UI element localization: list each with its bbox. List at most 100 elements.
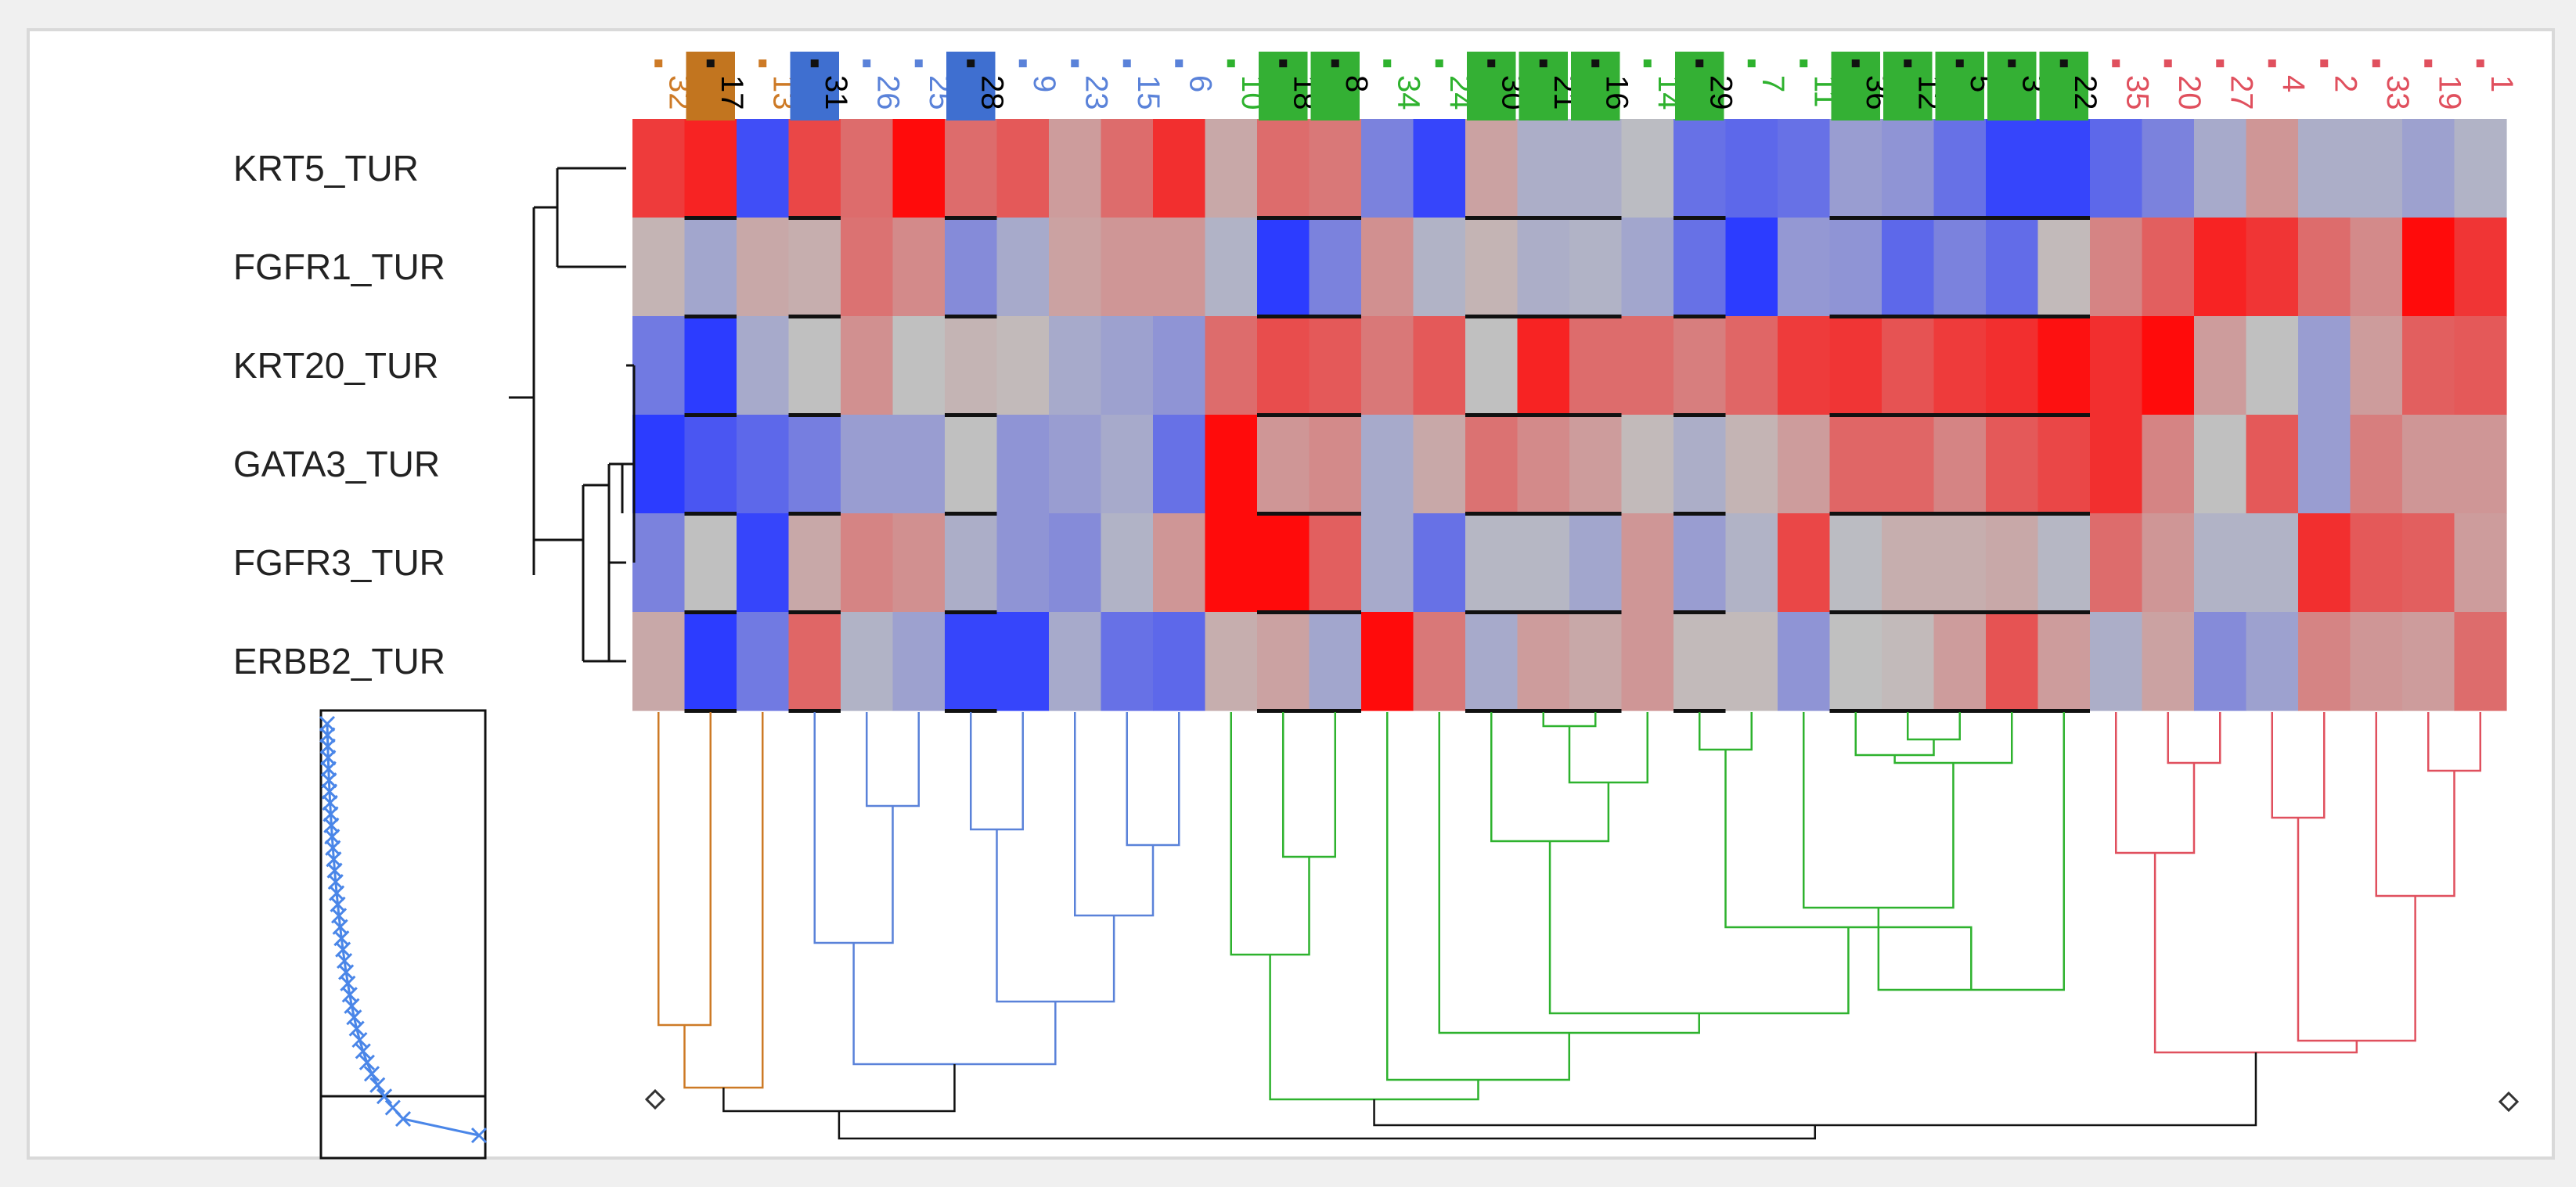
heatmap-cell[interactable]	[1673, 415, 1727, 514]
heatmap-cell[interactable]	[1413, 119, 1466, 218]
heatmap-cell[interactable]	[2037, 513, 2091, 613]
column-label[interactable]: 28	[975, 75, 1009, 110]
heatmap-cell[interactable]	[1882, 119, 1935, 218]
heatmap-cell[interactable]	[1309, 119, 1362, 218]
heatmap-cell[interactable]	[632, 119, 686, 218]
heatmap-cell[interactable]	[2402, 316, 2455, 415]
row-label[interactable]: FGFR1_TUR	[233, 246, 445, 287]
column-label[interactable]: 22	[2068, 75, 2102, 110]
heatmap-cell[interactable]	[2194, 316, 2247, 415]
heatmap-cell[interactable]	[1517, 513, 1570, 613]
heatmap-cell[interactable]	[632, 415, 686, 514]
row-label[interactable]: KRT5_TUR	[233, 148, 419, 189]
heatmap-cell[interactable]	[2090, 316, 2143, 415]
heatmap-cell[interactable]	[1725, 612, 1778, 711]
column-label[interactable]: 34	[1391, 75, 1425, 110]
heatmap-cell[interactable]	[1101, 119, 1154, 218]
heatmap-cell[interactable]	[945, 513, 998, 613]
heatmap-cell[interactable]	[1361, 415, 1414, 514]
heatmap-cell[interactable]	[2350, 612, 2403, 711]
heatmap-cell[interactable]	[2298, 415, 2351, 514]
heatmap-cell[interactable]	[1361, 513, 1414, 613]
heatmap-cell[interactable]	[1829, 316, 1882, 415]
column-label[interactable]: 31	[819, 75, 853, 110]
heatmap-cell[interactable]	[1778, 513, 1831, 613]
heatmap-cell[interactable]	[892, 218, 946, 317]
column-label[interactable]: 17	[715, 75, 749, 110]
heatmap-cell[interactable]	[1517, 316, 1570, 415]
column-label[interactable]: 9	[1027, 75, 1061, 92]
heatmap-cell[interactable]	[945, 316, 998, 415]
heatmap-cell[interactable]	[684, 316, 737, 415]
heatmap-cell[interactable]	[2298, 119, 2351, 218]
heatmap-cell[interactable]	[737, 415, 790, 514]
heatmap-cell[interactable]	[996, 119, 1050, 218]
heatmap-cell[interactable]	[2454, 513, 2507, 613]
heatmap-cell[interactable]	[2037, 612, 2091, 711]
resize-handles[interactable]	[644, 1088, 2520, 1113]
heatmap-cell[interactable]	[1829, 513, 1882, 613]
heatmap-cell[interactable]	[1413, 513, 1466, 613]
heatmap-cell[interactable]	[892, 415, 946, 514]
heatmap-cell[interactable]	[2090, 218, 2143, 317]
heatmap-cell[interactable]	[788, 415, 841, 514]
heatmap-cell[interactable]	[2402, 513, 2455, 613]
column-label[interactable]: 19	[2432, 75, 2466, 110]
heatmap-cell[interactable]	[2194, 218, 2247, 317]
heatmap-cell[interactable]	[1309, 218, 1362, 317]
heatmap-cell[interactable]	[1049, 119, 1102, 218]
heatmap-cell[interactable]	[632, 513, 686, 613]
heatmap-cell[interactable]	[1569, 415, 1623, 514]
heatmap-cell[interactable]	[1309, 415, 1362, 514]
heatmap-cell[interactable]	[1882, 316, 1935, 415]
heatmap-cell[interactable]	[788, 119, 841, 218]
heatmap-cell[interactable]	[2350, 316, 2403, 415]
heatmap-cell[interactable]	[1257, 218, 1310, 317]
row-label[interactable]: FGFR3_TUR	[233, 542, 445, 583]
heatmap-cell[interactable]	[1205, 415, 1258, 514]
heatmap-cell[interactable]	[1257, 316, 1310, 415]
heatmap-cell[interactable]	[1517, 415, 1570, 514]
heatmap-cell[interactable]	[1465, 415, 1519, 514]
heatmap-cell[interactable]	[1882, 612, 1935, 711]
row-label[interactable]: GATA3_TUR	[233, 444, 440, 484]
heatmap-cell[interactable]	[892, 119, 946, 218]
heatmap-cell[interactable]	[1153, 316, 1206, 415]
heatmap-cell[interactable]	[1309, 513, 1362, 613]
heatmap-cell[interactable]	[945, 415, 998, 514]
heatmap-cell[interactable]	[788, 218, 841, 317]
heatmap-cell[interactable]	[996, 612, 1050, 711]
heatmap-cell[interactable]	[2194, 513, 2247, 613]
heatmap-cell[interactable]	[2350, 119, 2403, 218]
heatmap-cell[interactable]	[1257, 612, 1310, 711]
heatmap-cell[interactable]	[1361, 218, 1414, 317]
heatmap-cell[interactable]	[1569, 316, 1623, 415]
heatmap-cell[interactable]	[1725, 415, 1778, 514]
heatmap-cell[interactable]	[1778, 612, 1831, 711]
heatmap-cell[interactable]	[841, 316, 894, 415]
heatmap-cell[interactable]	[2402, 415, 2455, 514]
heatmap-cell[interactable]	[1205, 513, 1258, 613]
heatmap-cell[interactable]	[1725, 316, 1778, 415]
heatmap-cell[interactable]	[841, 513, 894, 613]
column-label[interactable]: 29	[1703, 75, 1738, 110]
column-label[interactable]: 4	[2276, 75, 2311, 92]
heatmap-cell[interactable]	[1933, 316, 1987, 415]
column-label[interactable]: 23	[1079, 75, 1113, 110]
heatmap-cell[interactable]	[1153, 218, 1206, 317]
heatmap-cell[interactable]	[1517, 612, 1570, 711]
heatmap-cell[interactable]	[2037, 316, 2091, 415]
heatmap-cell[interactable]	[1673, 119, 1727, 218]
heatmap-cell[interactable]	[1465, 316, 1519, 415]
heatmap-cell[interactable]	[2246, 612, 2299, 711]
heatmap-cell[interactable]	[1986, 316, 2039, 415]
heatmap-cell[interactable]	[2454, 415, 2507, 514]
heatmap-cell[interactable]	[1778, 119, 1831, 218]
heatmap-cell[interactable]	[2246, 513, 2299, 613]
heatmap-cell[interactable]	[1413, 316, 1466, 415]
heatmap-cell[interactable]	[2454, 612, 2507, 711]
heatmap-cell[interactable]	[1309, 612, 1362, 711]
heatmap-cell[interactable]	[788, 612, 841, 711]
heatmap-cell[interactable]	[632, 316, 686, 415]
heatmap-cell[interactable]	[892, 316, 946, 415]
